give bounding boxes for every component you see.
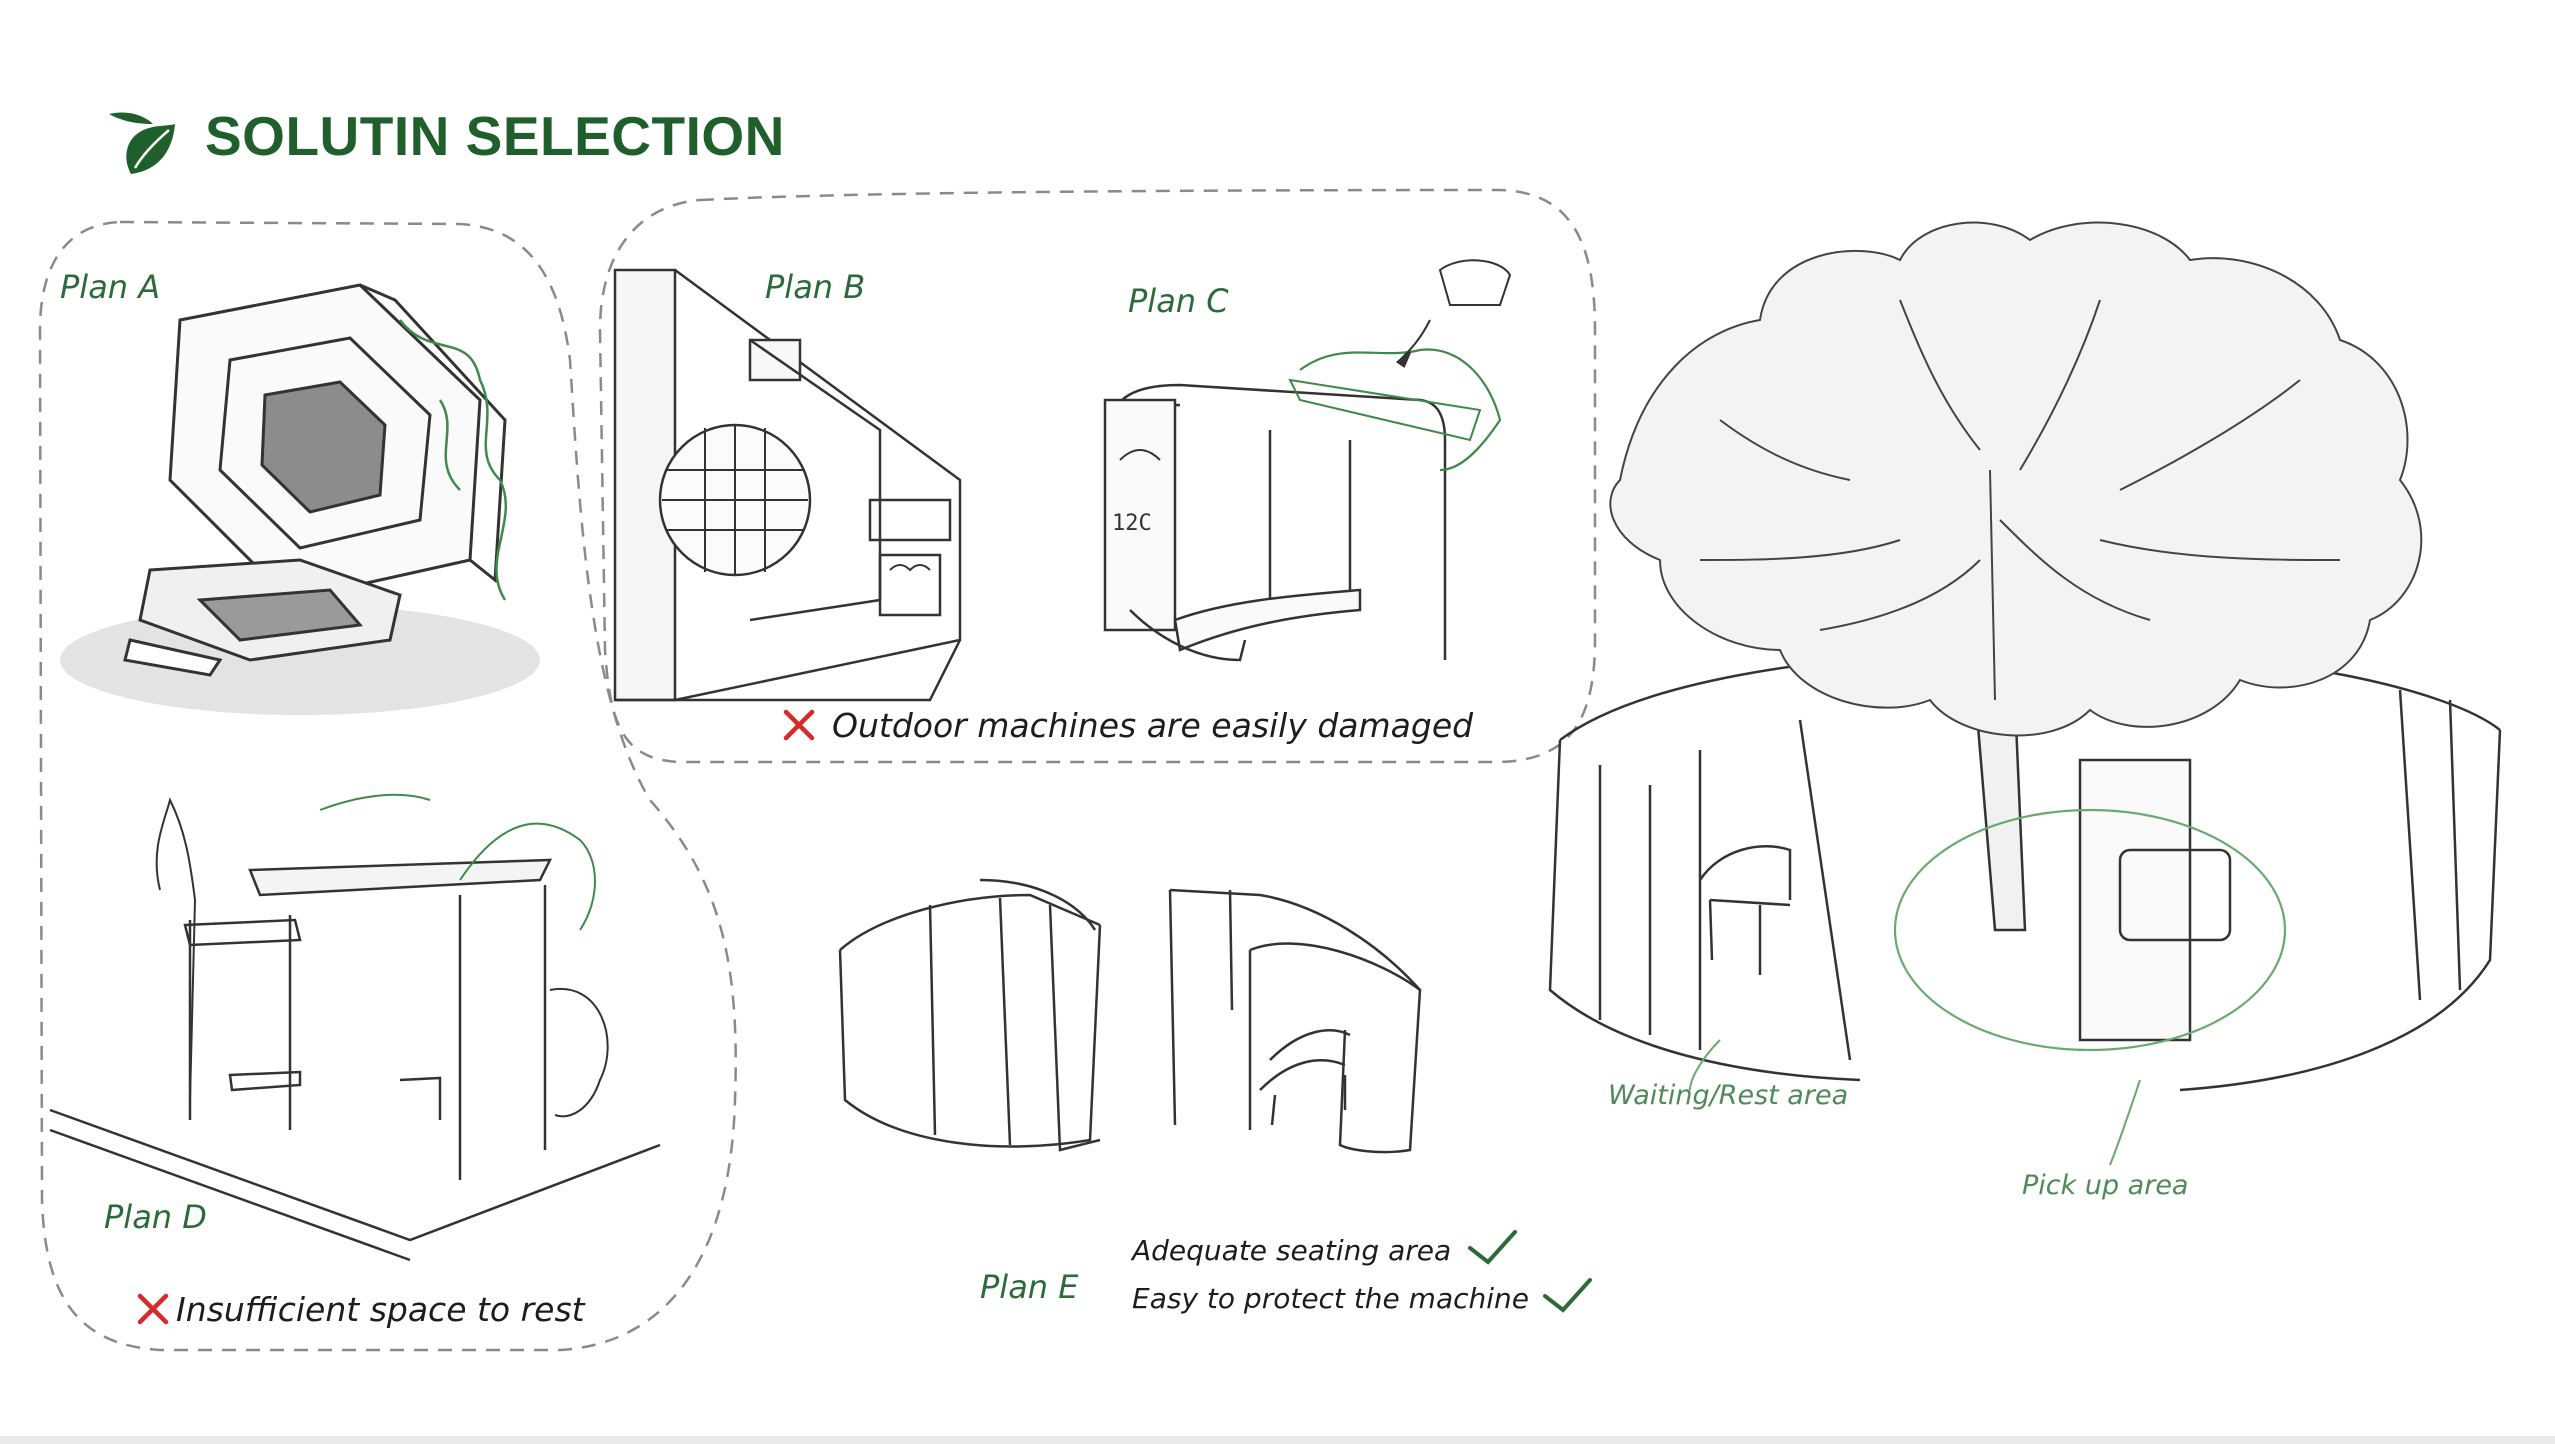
plan-b-sketch xyxy=(613,268,962,702)
plan-b-label: Plan B xyxy=(765,268,866,306)
plan-bc-reject-note: Outdoor machines are easily damaged xyxy=(832,706,1474,745)
plan-ad-dashed-region xyxy=(38,220,737,1352)
check-icon xyxy=(1468,1230,1517,1265)
cross-icon xyxy=(783,709,815,741)
svg-text:12C: 12C xyxy=(1112,511,1152,536)
plan-d-label: Plan D xyxy=(104,1198,207,1236)
plan-e-sketch-right xyxy=(1168,888,1422,1154)
plan-e-sketch-left xyxy=(838,878,1102,1152)
plan-a-sketch xyxy=(60,283,540,715)
plan-a-label: Plan A xyxy=(60,268,161,306)
plan-c-sketch: 12C xyxy=(1103,259,1512,662)
waiting-rest-area-label: Waiting/Rest area xyxy=(1608,1080,1849,1111)
plan-e-pro-seating: Adequate seating area xyxy=(1132,1234,1452,1267)
header-logo xyxy=(105,108,177,176)
plan-d-reject-note: Insufficient space to rest xyxy=(176,1290,585,1329)
check-icon xyxy=(1543,1278,1592,1313)
leaf-icon xyxy=(109,112,175,174)
page-title: SOLUTIN SELECTION xyxy=(205,105,785,167)
cross-icon xyxy=(137,1293,169,1325)
plan-c-label: Plan C xyxy=(1128,282,1229,320)
plan-d-sketch xyxy=(49,793,661,1262)
plan-e-pro-protect: Easy to protect the machine xyxy=(1132,1282,1529,1315)
plan-e-label: Plan E xyxy=(980,1268,1079,1306)
plan-bc-dashed-region xyxy=(598,188,1597,764)
pick-up-area-label: Pick up area xyxy=(2022,1170,2189,1201)
final-design-sketch xyxy=(1548,221,2502,1166)
bottom-bar xyxy=(0,1436,2555,1444)
